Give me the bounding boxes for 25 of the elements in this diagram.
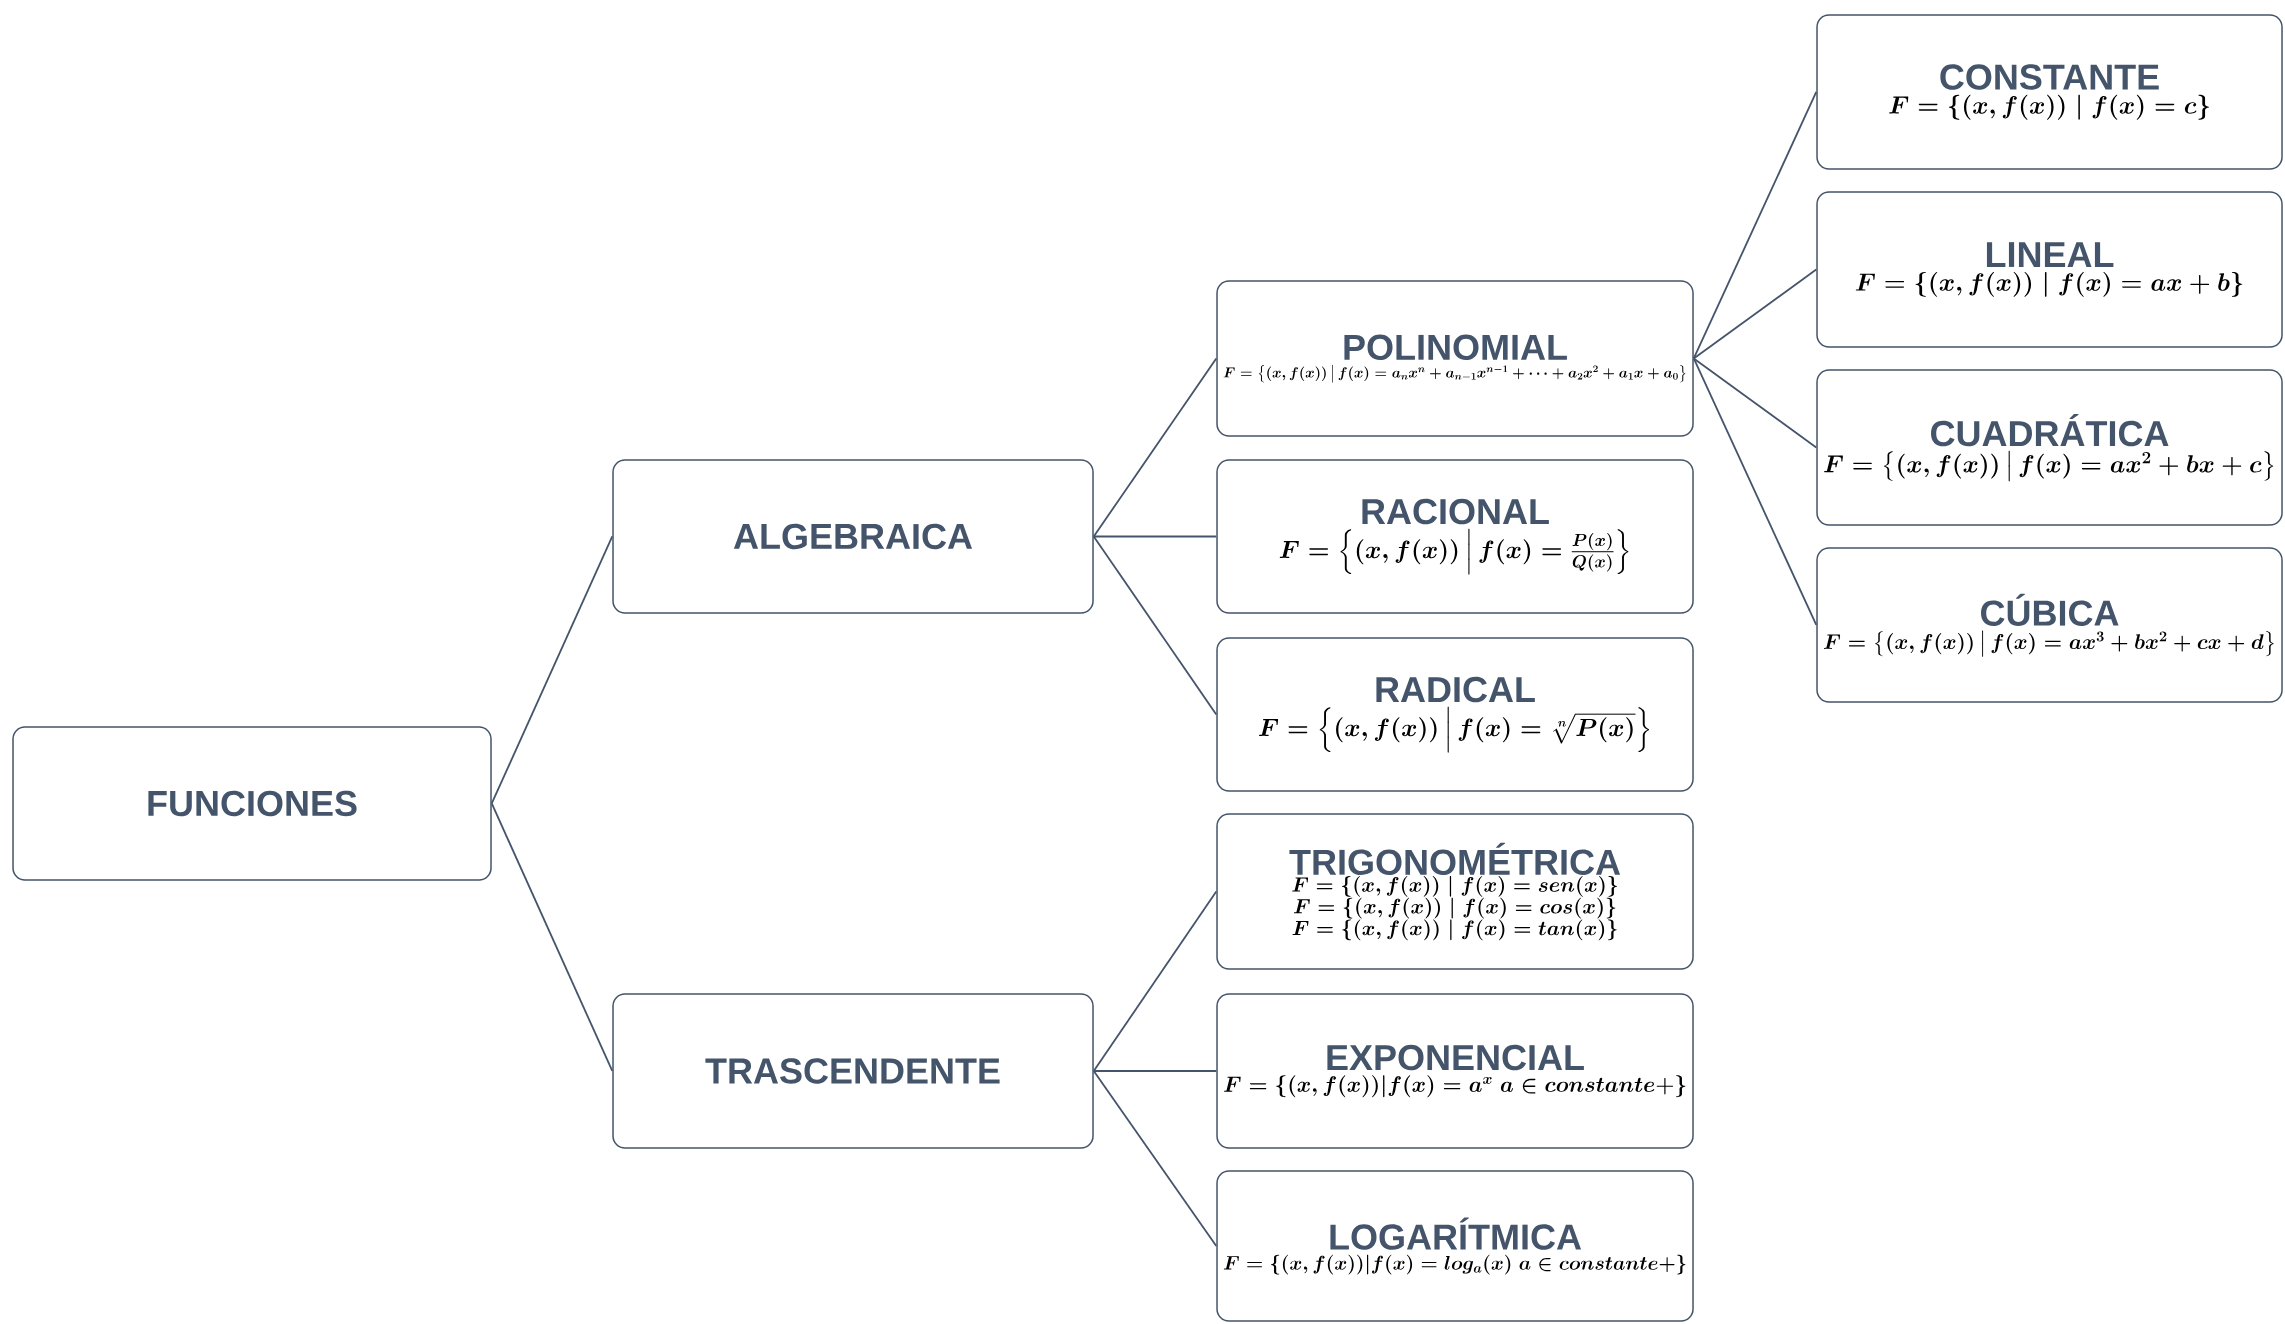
category-box: POLINOMIAL $F = \left\{(x,f(x)) \,\middle|\, f(x) = a_n x^n + a_{n-1} x^{n-1} + \cdots + a_2 x^2 + a_1 x + a_0\right\}$ [1216,280,1694,437]
category-box: TRIGONOMÉTRICA $F = \{(x,f(x)) \mid f(x) = sen(x)\}$ $F = \{(x,f(x)) \mid f(x) = cos(x)\}$ $F = \{(x,f(x)) \mid f(x) = tan(x)\}$ [1216,813,1694,970]
connector-line [1692,357,1818,449]
connector-line [1092,535,1218,538]
category-box: TRASCENDENTE [612,993,1094,1149]
connector-line [1692,357,1818,626]
connector-line [1092,1070,1218,1247]
connector-line [490,535,614,805]
connector-line [1692,268,1818,360]
category-box: LINEAL $F = \{(x,f(x)) \mid f(x) = ax + b\}$ [1816,191,2283,348]
connector-line [1092,357,1218,538]
category-box: FUNCIONES [12,726,492,881]
category-box: ALGEBRAICA [612,459,1094,614]
category-box: CÚBICA $F = \left\{(x,f(x)) \,\middle|\, f(x) = ax^3 + bx^2 + cx + d\right\}$ [1816,547,2283,703]
category-box: EXPONENCIAL $F = \{(x,f(x)) | f(x) = a^x \; a \in constante +\}$ [1216,993,1694,1149]
category-box: CONSTANTE $F = \{(x,f(x)) \mid f(x) = c\}$ [1816,14,2283,170]
connector-line [490,802,614,1072]
category-box: CUADRÁTICA $F = \left\{(x,f(x)) \,\middle|\, f(x) = ax^2 + bx + c\right\}$ [1816,369,2283,526]
connector-line [1092,1070,1218,1072]
connector-line [1092,890,1218,1072]
connector-line [1692,91,1818,360]
category-box: RACIONAL $F = \left\{(x,f(x)) \,\middle|\, f(x) = \frac{P(x)}{Q(x)}\right\}$ [1216,459,1694,614]
category-box: LOGARÍTMICA $F = \{(x,f(x)) | f(x) = log_a(x) \; a \in constante +\}$ [1216,1170,1694,1322]
connector-line [1092,535,1218,716]
category-box: RADICAL $F = \left\{(x,f(x)) \,\middle|\, f(x) = \sqrt[n]{P(x)}\right\}$ [1216,637,1694,792]
